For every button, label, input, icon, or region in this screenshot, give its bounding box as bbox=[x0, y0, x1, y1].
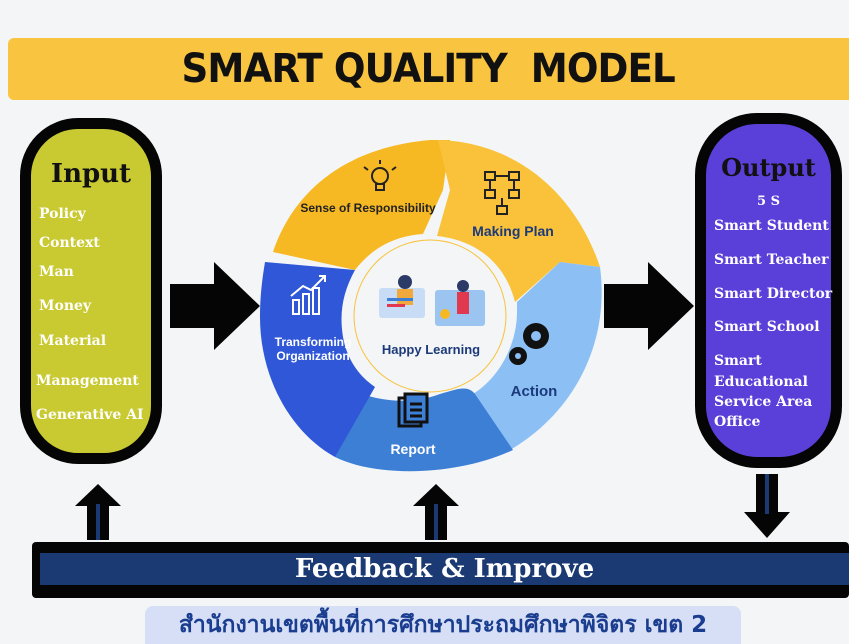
document-icon bbox=[397, 392, 429, 428]
center-circle bbox=[353, 239, 507, 393]
growth-chart-icon bbox=[290, 275, 326, 315]
learning-illustration-icon bbox=[379, 275, 485, 326]
input-item-context: Context bbox=[39, 235, 100, 251]
segment-plan bbox=[437, 140, 600, 302]
segment-action-label: Action bbox=[511, 383, 558, 400]
center-label: Happy Learning bbox=[382, 342, 480, 357]
input-item-money: Money bbox=[39, 298, 92, 314]
output-item-esao-line4: Office bbox=[714, 414, 761, 430]
segment-plan-label: Making Plan bbox=[472, 223, 554, 239]
arrow-up-icon bbox=[75, 484, 121, 540]
input-item-generative-ai: Generative AI bbox=[36, 407, 144, 423]
feedback-inner: Feedback & Improve bbox=[40, 553, 849, 585]
arrow-right-icon bbox=[604, 262, 694, 350]
segment-report bbox=[335, 382, 513, 472]
output-item-esao-line3: Service Area bbox=[714, 394, 813, 410]
output-pill: Output 5 S Smart Student Smart Teacher S… bbox=[695, 113, 842, 468]
page-title: SMART QUALITY MODEL bbox=[181, 46, 676, 92]
output-item-school: Smart School bbox=[714, 319, 820, 335]
feedback-label: Feedback & Improve bbox=[294, 554, 595, 584]
input-item-policy: Policy bbox=[39, 206, 86, 222]
gears-icon bbox=[509, 323, 549, 365]
arrow-up-icon bbox=[413, 484, 459, 540]
segment-transform-label-2: Organization bbox=[276, 349, 349, 363]
segment-report-label: Report bbox=[390, 441, 435, 457]
segment-sense-label: Sense of Responsibility bbox=[300, 201, 436, 215]
arrow-down-icon bbox=[744, 474, 790, 538]
input-item-man: Man bbox=[39, 264, 74, 280]
segment-sense bbox=[273, 140, 450, 270]
input-heading: Input bbox=[50, 159, 132, 189]
flowchart-icon bbox=[484, 171, 520, 215]
lightbulb-icon bbox=[363, 160, 397, 191]
output-item-esao-line1: Smart bbox=[714, 353, 762, 369]
segment-transform-label-1: Transforming bbox=[275, 335, 352, 349]
output-item-student: Smart Student bbox=[714, 218, 829, 234]
output-subheading: 5 S bbox=[757, 194, 780, 209]
output-item-esao-line2: Educational bbox=[714, 374, 808, 390]
output-item-teacher: Smart Teacher bbox=[714, 252, 829, 268]
feedback-bar: Feedback & Improve bbox=[32, 542, 849, 598]
segment-action bbox=[473, 262, 602, 450]
footer-box: สำนักงานเขตพื้นที่การศึกษาประถมศึกษาพิจิ… bbox=[145, 606, 741, 644]
title-banner: SMART QUALITY MODEL bbox=[8, 38, 849, 100]
input-item-material: Material bbox=[39, 333, 107, 349]
input-pill: Input Policy Context Man Money Material … bbox=[20, 118, 162, 464]
arrow-right-icon bbox=[170, 262, 260, 350]
input-item-management: Management bbox=[36, 373, 139, 389]
output-heading: Output bbox=[721, 153, 816, 182]
output-item-director: Smart Director bbox=[714, 286, 833, 302]
cycle-diagram: Sense of Responsibility Making Plan Acti… bbox=[260, 140, 602, 472]
segment-transform bbox=[260, 262, 375, 457]
footer-label: สำนักงานเขตพื้นที่การศึกษาประถมศึกษาพิจิ… bbox=[178, 612, 708, 638]
